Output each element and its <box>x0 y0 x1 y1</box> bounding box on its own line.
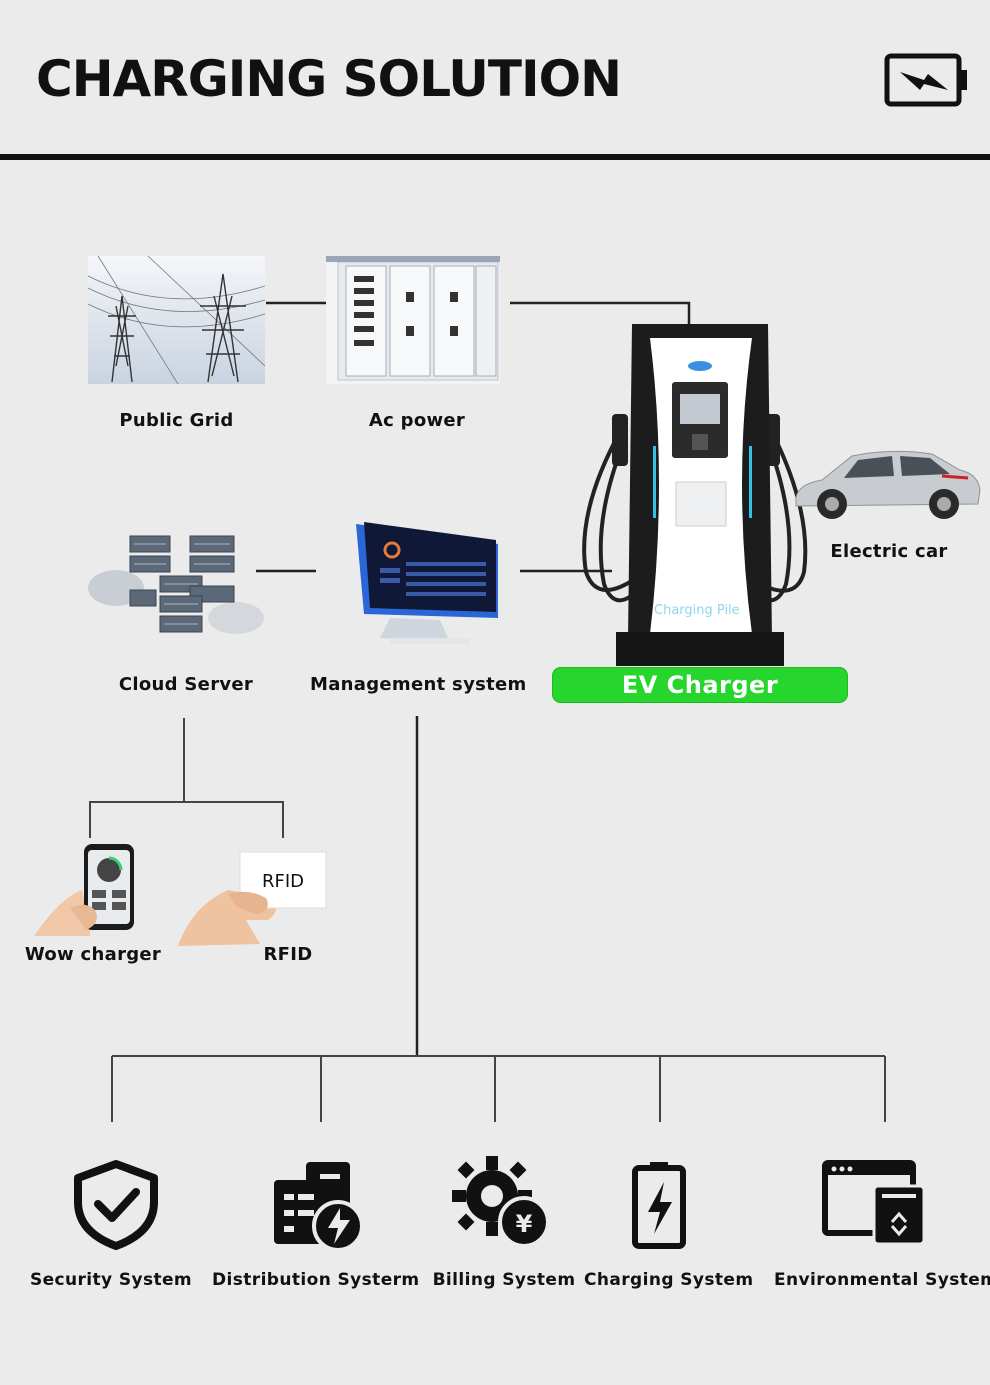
battery-charging-icon <box>884 53 967 107</box>
charging-system-label: Charging System <box>584 1270 754 1290</box>
shield-check-icon <box>74 1160 158 1250</box>
billing-system-label: Billing System <box>432 1270 576 1290</box>
security-system-label: Security System <box>29 1270 193 1290</box>
power-tower-image <box>87 255 266 385</box>
ev-charger-label: EV Charger <box>552 667 848 703</box>
charging-pile-text: Charging Pile <box>654 603 740 618</box>
page-title: CHARGING SOLUTION <box>36 50 622 108</box>
ac-power-label: Ac power <box>368 410 466 431</box>
rfid-card-text: RFID <box>262 871 304 892</box>
cloud-server-label: Cloud Server <box>118 674 254 695</box>
header-divider <box>0 154 990 160</box>
environmental-system-label: Environmental System <box>774 1270 990 1290</box>
database-bolt-icon <box>274 1162 364 1252</box>
switchgear-cabinet-image <box>326 256 500 384</box>
svg-text:¥: ¥ <box>516 1210 533 1238</box>
window-recycle-icon <box>822 1160 926 1246</box>
charging-pile-image: Charging Pile <box>582 324 808 666</box>
phone-app-image <box>34 844 134 936</box>
wow-charger-label: Wow charger <box>24 944 162 965</box>
suv-car-image <box>795 450 981 519</box>
battery-bolt-icon <box>632 1162 686 1249</box>
management-system-label: Management system <box>310 674 527 695</box>
distribution-system-label: Distribution Systerm <box>212 1270 420 1290</box>
monitor-dashboard-image <box>356 522 498 644</box>
server-rack-image <box>88 535 264 634</box>
rfid-card-image: RFID <box>178 851 327 946</box>
gear-yen-icon: ¥ <box>452 1156 550 1248</box>
electric-car-label: Electric car <box>830 541 948 562</box>
rfid-label: RFID <box>263 944 313 965</box>
public-grid-label: Public Grid <box>119 410 234 431</box>
